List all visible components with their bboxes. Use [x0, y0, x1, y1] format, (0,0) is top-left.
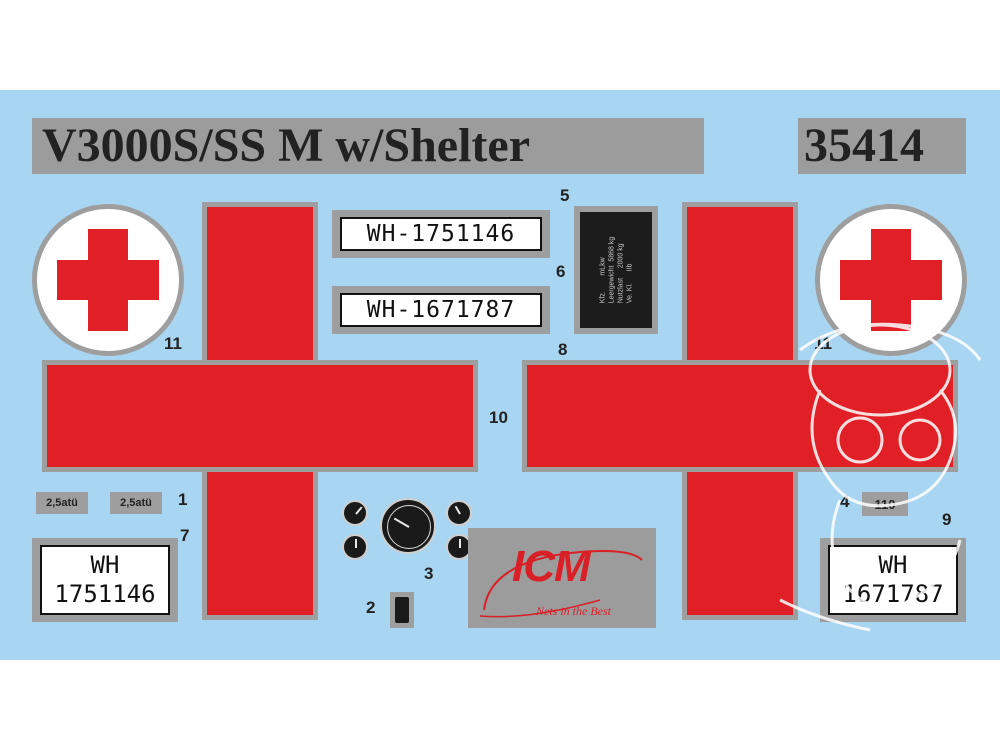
- kit-number: 35414: [804, 119, 924, 172]
- plate-right-line1: WH: [878, 551, 908, 579]
- license-plate-middle: WH-1671787: [340, 293, 542, 327]
- license-plate-box-left: WH 1751146: [40, 545, 170, 615]
- gauge-small-3: [446, 500, 472, 526]
- vehicle-data-plate: Kfz. mLkw Leergewicht 5868 kg Nutzlast 2…: [574, 206, 658, 334]
- vehicle-data-text: Kfz. mLkw Leergewicht 5868 kg Nutzlast 2…: [598, 236, 633, 304]
- decal-number-7: 7: [180, 526, 190, 545]
- title-banner: [32, 118, 704, 174]
- plate-right-line2: 1671787: [842, 580, 944, 608]
- license-plate-top: WH-1751146: [340, 217, 542, 251]
- decal-number-11-left: 11: [164, 334, 182, 353]
- gauge-large: [380, 498, 436, 554]
- gauge-needle: [355, 539, 357, 548]
- red-cross-roundel-left: [32, 204, 184, 356]
- instrument-decal-small: [390, 592, 414, 628]
- cross-right-center-fill: [687, 365, 793, 467]
- weight-tag: 110: [862, 492, 908, 516]
- roundel-cross-vertical: [88, 229, 128, 331]
- red-cross-roundel-right: [815, 204, 967, 356]
- decal-number-6: 6: [556, 262, 566, 281]
- decal-number-8: 8: [558, 340, 568, 359]
- decal-number-9: 9: [942, 510, 952, 529]
- decal-number-1: 1: [178, 490, 188, 509]
- instrument-decal-face: [395, 597, 409, 623]
- plate-left-line1: WH: [90, 551, 120, 579]
- decal-number-4: 4: [840, 492, 850, 511]
- gauge-small-4: [446, 534, 472, 560]
- gauge-needle: [454, 505, 461, 515]
- decal-number-11-right: 11: [814, 334, 832, 353]
- gauge-small-2: [342, 534, 368, 560]
- roundel-cross-vertical: [871, 229, 911, 331]
- brand-logo: ICM: [512, 542, 591, 591]
- tire-pressure-tag-2: 2,5atü: [110, 492, 162, 514]
- brand-swoosh-icon: [479, 550, 643, 618]
- tire-pressure-tag-1: 2,5atü: [36, 492, 88, 514]
- cross-left-center-fill: [207, 365, 313, 467]
- gauge-needle: [355, 506, 363, 515]
- gauge-face: [387, 505, 431, 549]
- decal-number-3: 3: [424, 564, 434, 583]
- decal-sheet: V3000S/SS M w/Shelter 35414 WH-1751146 W…: [0, 90, 1000, 660]
- kit-number-banner: [798, 118, 966, 174]
- model-title: V3000S/SS M w/Shelter: [42, 119, 531, 172]
- vehicle-data-plate-face: Kfz. mLkw Leergewicht 5868 kg Nutzlast 2…: [580, 212, 652, 328]
- gauge-small-1: [342, 500, 368, 526]
- plate-left-line2: 1751146: [54, 580, 156, 608]
- license-plate-box-right: WH 1671787: [828, 545, 958, 615]
- decal-number-10: 10: [489, 408, 508, 427]
- gauge-needle: [459, 539, 461, 548]
- decal-number-2: 2: [366, 598, 376, 617]
- decal-number-5: 5: [560, 186, 570, 205]
- brand-slogan: Nets in the Best: [536, 604, 611, 618]
